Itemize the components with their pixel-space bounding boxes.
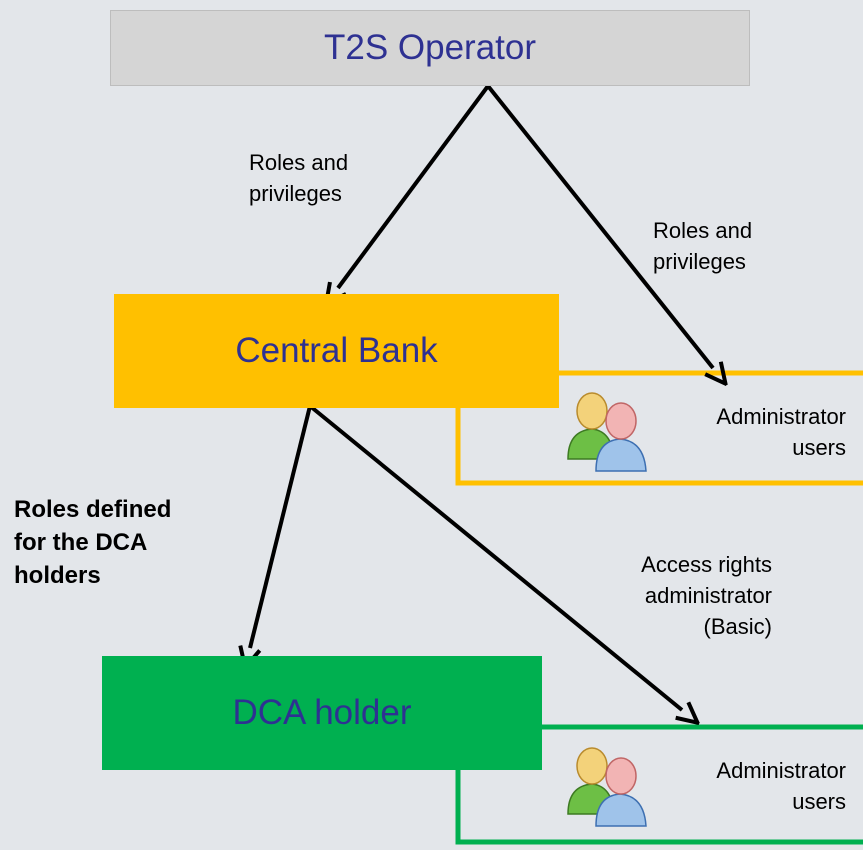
- users-icon: [567, 747, 647, 827]
- label-line: privileges: [653, 248, 746, 274]
- label-line: Access rights: [641, 552, 772, 577]
- arrow-operator-to-cb-admin: [486, 84, 713, 368]
- dca-admin-users-label: Administrator users: [640, 756, 846, 818]
- label-line: Roles defined: [14, 496, 172, 523]
- label-access-rights: Access rights administrator (Basic): [566, 550, 772, 642]
- label-operator-to-cb: Roles and privileges: [249, 148, 348, 210]
- label-line: Administrator: [716, 404, 846, 429]
- label-line: privileges: [249, 180, 342, 206]
- arrow-central-bank-to-dca-admin: [308, 404, 682, 710]
- label-line: for the DCA: [14, 529, 148, 557]
- arrow-central-bank-to-dca: [250, 405, 312, 648]
- label-line: Administrator: [716, 758, 846, 783]
- dca-holder-label: DCA holder: [232, 693, 412, 732]
- t2s-operator-label: T2S Operator: [323, 28, 537, 67]
- users-icon: [567, 392, 647, 472]
- label-line: users: [792, 788, 846, 814]
- dca-holder-box: DCA holder: [102, 656, 542, 770]
- label-line: users: [792, 434, 846, 460]
- t2s-operator-box: T2S Operator: [110, 10, 750, 86]
- label-roles-defined: Roles defined for the DCA holders: [14, 493, 171, 592]
- cb-admin-users-label: Administrator users: [640, 402, 846, 464]
- label-operator-to-admin: Roles and privileges: [653, 216, 752, 278]
- label-line: Roles and: [249, 150, 349, 175]
- central-bank-box: Central Bank: [114, 294, 559, 408]
- label-line: administrator: [644, 582, 772, 608]
- arrow-operator-to-central-bank: [338, 84, 490, 288]
- label-line: Roles and: [653, 218, 753, 243]
- central-bank-label: Central Bank: [235, 331, 438, 370]
- label-line: holders: [14, 562, 101, 590]
- label-line: (Basic): [703, 613, 772, 639]
